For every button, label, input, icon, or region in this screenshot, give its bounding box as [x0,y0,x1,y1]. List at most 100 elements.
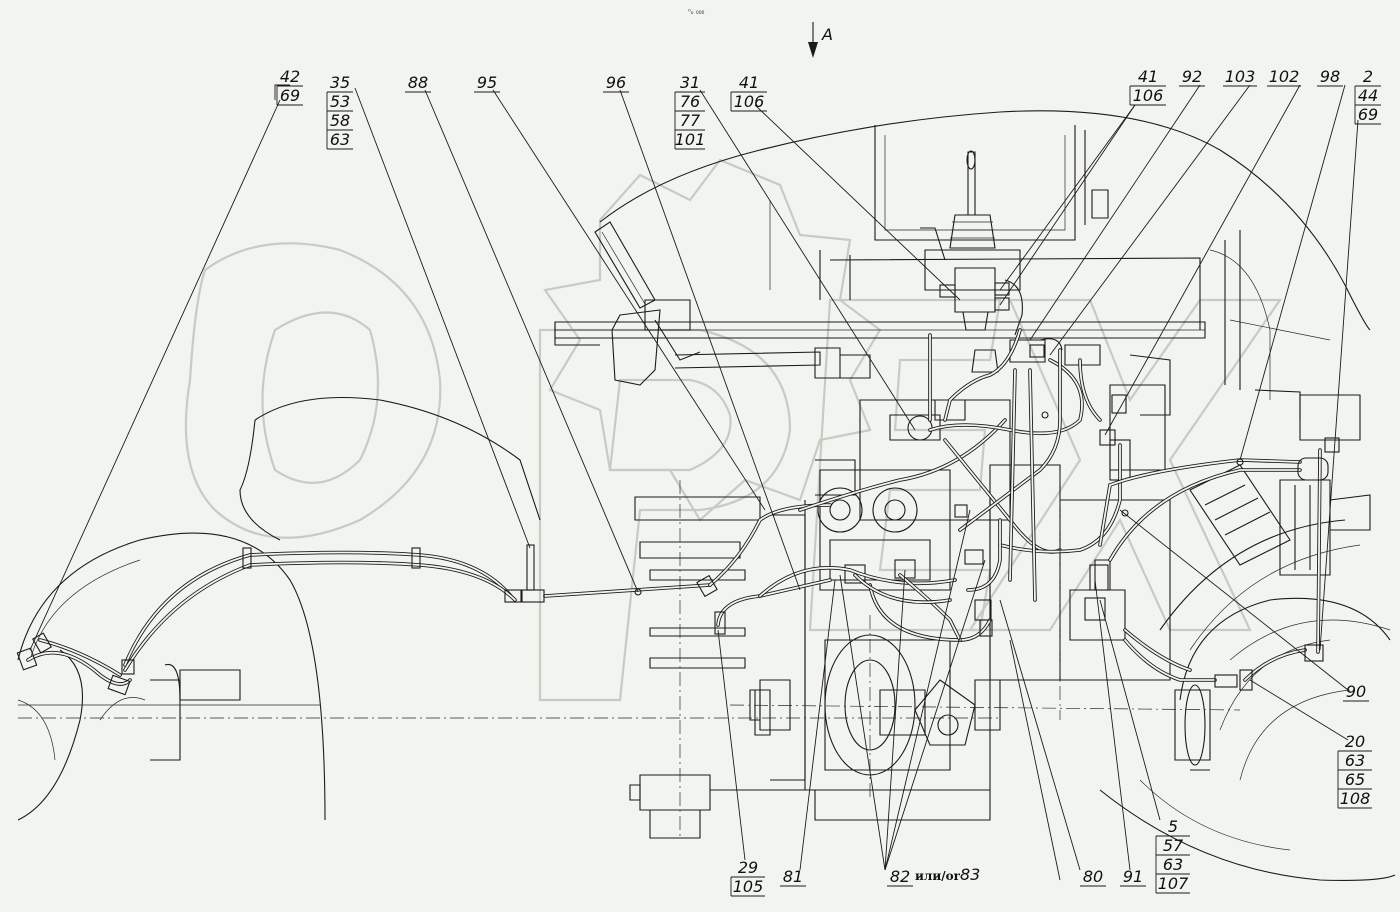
callout-number: 91 [1123,867,1143,886]
drawing-mark: ⁰ₒ ₀₀₀ [688,8,705,16]
callout-number: 69 [280,86,300,105]
callout-number: 31 [680,73,700,92]
callout-number: 69 [1358,105,1378,124]
callout-number: 96 [606,73,626,92]
callout-number: 44 [1358,86,1378,105]
callout-c98: 98 [1317,67,1343,87]
hydraulic-pipe-bore [759,566,956,597]
callout-number: 41 [1138,67,1158,86]
callout-number: 92 [1182,67,1202,86]
hydraulic-pipe-bore [1124,629,1191,671]
callout-number: 2 [1363,67,1373,86]
callout-number: 98 [1320,67,1340,86]
center-lines [18,470,1241,840]
pedal-assembly [594,221,871,386]
hydraulic-pipe [966,518,1002,592]
hydraulic-pipe-bore [544,584,711,597]
hydraulic-pipe-bore [1029,369,1036,601]
callout-number: 63 [1345,751,1365,770]
hydraulic-pipe [123,560,517,672]
hydraulic-pipe-bore [1124,639,1216,681]
callout-c80: 80 [1080,867,1106,887]
hydraulic-pipe [1108,468,1302,562]
callout-number: 63 [330,130,350,149]
hydraulic-pipe-bore [27,651,131,685]
callout-c92: 92 [1179,67,1205,87]
hydraulic-pipe-bore [124,551,511,666]
callout-number: 107 [1158,874,1189,893]
hydraulic-pipe-bore [1009,369,1016,581]
callout-number: 101 [675,130,706,149]
view-label: A [821,25,833,44]
leader-lines [29,84,1359,881]
callout-number: 82 [890,867,910,886]
callout-number: 95 [477,73,497,92]
callout-number: 105 [733,877,764,896]
callout-number: 65 [1345,770,1365,789]
hydraulic-lines [16,328,1340,696]
hydraulic-pipe [26,651,132,686]
hydraulic-pipe-bore [799,419,1006,511]
hydraulic-pipe-bore [967,519,1001,591]
callout-number: 20 [1345,732,1365,751]
callout-c88: 88 [405,73,431,93]
callout-number: 102 [1269,67,1300,86]
callout-number: 35 [330,73,350,92]
callout-number: 58 [330,111,350,130]
callout-number: 103 [1225,67,1256,86]
hydraulic-pipe-bore [1099,459,1301,546]
callout-number: 41 [739,73,759,92]
callout-number: 108 [1340,789,1371,808]
hydraulic-pipe-bore [999,444,1121,553]
hydraulic-pipe-bore [944,329,1021,421]
hydraulic-pipe-bore [124,561,516,671]
hydraulic-pipe [798,418,1007,512]
hydraulic-pipe-bore [1109,469,1301,561]
callout-number: 57 [1163,836,1184,855]
hydraulic-pipe [38,638,122,677]
callout-number: 77 [680,111,701,130]
callout-number: 53 [330,92,350,111]
hydraulic-pipe-bore [854,574,951,604]
callout-number: 81 [783,867,803,886]
callout-c81: 81 [780,867,806,887]
callout-c82: 82 [887,867,913,887]
hydraulic-pipe-bore [959,349,1061,531]
callout-c103: 103 [1223,67,1257,87]
callout-number: 29 [738,858,758,877]
control-lever-valve [920,150,1101,373]
front-wheel [17,396,541,821]
hydraulic-pipe [868,583,992,642]
fittings [16,344,1340,696]
callout-c102: 102 [1267,67,1301,87]
callout-c96: 96 [603,73,629,93]
callout-number: 88 [408,73,428,92]
hydraulic-pipe-bore [1317,449,1321,653]
callout-number: 42 [280,67,300,86]
hydraulic-pipe-bore [709,504,831,586]
rear-wheel [754,519,1396,881]
watermark [184,158,1283,702]
callout-c91: 91 [1120,867,1146,887]
hydraulic-pipe [943,328,1022,422]
alt-connector-text: или/or [915,869,961,883]
hydraulic-pipe-bore [1079,359,1101,421]
central-block [629,354,1371,839]
hydraulic-pipe [708,503,832,587]
view-arrow-a: A ⁰ₒ ₀₀₀ [688,8,833,58]
callout-number: 63 [1163,855,1183,874]
callout-c90: 90 [1343,682,1369,702]
hydraulic-pipe-bore [929,359,1083,435]
callout-number: 106 [734,92,765,111]
